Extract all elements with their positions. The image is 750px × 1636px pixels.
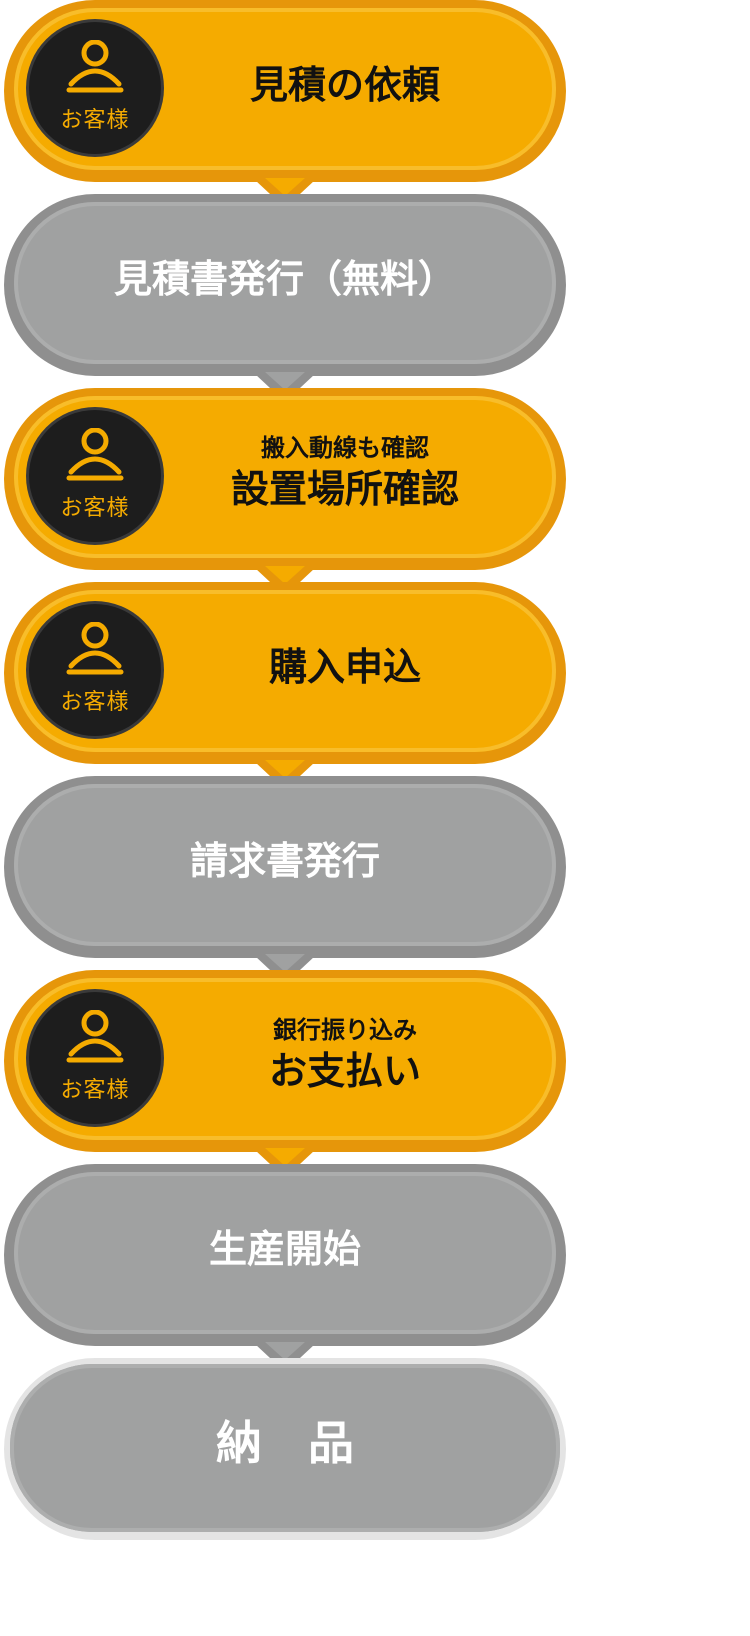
flow-step-title: 生産開始 (208, 1227, 361, 1271)
flow-step-face (10, 1364, 560, 1532)
flow-step-text: 請求書発行 (4, 776, 566, 946)
flow-step-3: お客様搬入動線も確認設置場所確認 (4, 388, 566, 596)
flow-step-text: 見積書発行（無料） (4, 194, 566, 364)
flow-step-face (14, 202, 556, 364)
flow-step-4: お客様 購入申込 (4, 582, 566, 790)
flow-step-title: 購入申込 (268, 645, 421, 689)
customer-badge-label: お客様 (60, 108, 130, 133)
flow-step-2: 見積書発行（無料） (4, 194, 566, 402)
flow-step-subtitle: 搬入動線も確認 (261, 434, 429, 462)
customer-badge: お客様 (29, 604, 161, 736)
customer-badge: お客様 (29, 410, 161, 542)
customer-badge: お客様 (29, 992, 161, 1124)
flow-step-8: 納 品 (4, 1358, 566, 1540)
flow-step-text: 納 品 (4, 1358, 566, 1528)
flow-step-5: 請求書発行 (4, 776, 566, 984)
flow-step-title: 設置場所確認 (230, 467, 459, 511)
flow-step-face (14, 784, 556, 946)
flow-step-title: お支払い (268, 1049, 421, 1093)
flow-step-6: お客様銀行振り込みお支払い (4, 970, 566, 1178)
flow-step-title: 納 品 (216, 1416, 354, 1470)
flow-step-subtitle: 銀行振り込み (273, 1016, 417, 1044)
flow-step-title: 見積の依頼 (249, 63, 440, 107)
customer-badge: お客様 (29, 22, 161, 154)
flow-step-text: 搬入動線も確認設置場所確認 (154, 388, 536, 558)
flow-step-text: 見積の依頼 (154, 0, 536, 170)
flow-step-text: 銀行振り込みお支払い (154, 970, 536, 1140)
flow-step-7: 生産開始 (4, 1164, 566, 1372)
flow-step-title: 請求書発行 (189, 839, 380, 883)
customer-badge-label: お客様 (60, 1078, 130, 1103)
flow-step-1: お客様 見積の依頼 (4, 0, 566, 208)
flow-step-text: 生産開始 (4, 1164, 566, 1334)
flow-step-face (14, 1172, 556, 1334)
flow-step-text: 購入申込 (154, 582, 536, 752)
flow-step-title: 見積書発行（無料） (113, 257, 456, 301)
customer-badge-label: お客様 (60, 496, 130, 521)
customer-badge-label: お客様 (60, 690, 130, 715)
